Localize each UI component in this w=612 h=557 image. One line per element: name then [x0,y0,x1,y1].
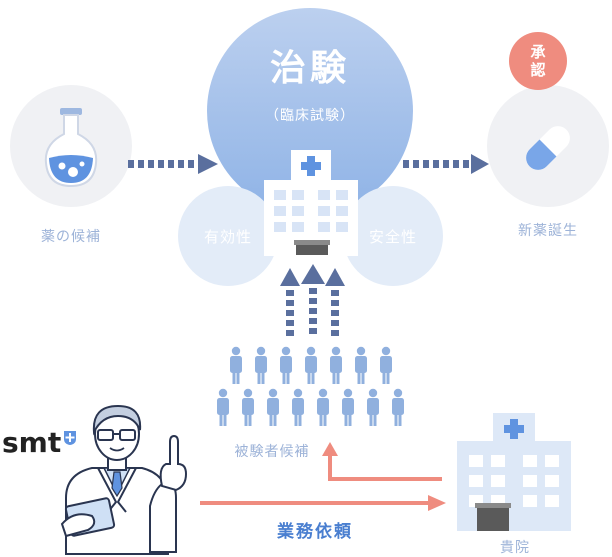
efficacy-label: 有効性 [203,227,252,246]
subjects-label: 被験者候補 [234,444,310,460]
new-drug-label: 新薬誕生 [518,223,578,239]
referral-arrow [322,442,442,481]
medical-cross-icon [64,431,77,445]
trial-subtitle: （臨床試験） [265,108,355,124]
brand-name: smt [2,426,62,459]
dotted-arrows-up [280,264,345,336]
hospital-building-icon [457,413,571,531]
efficacy-circle: 有効性 [178,186,278,286]
flask-icon [44,108,98,188]
dotted-arrow-right-right [403,154,489,174]
doctor-icon [60,404,188,555]
dotted-arrow-right-left [128,154,218,174]
trial-title: 治験 [269,48,350,89]
hospital-icon [264,150,358,256]
person-icon [217,346,404,426]
approval-text-2: 認 [530,61,546,79]
hospital-label: 貴院 [500,540,530,556]
request-arrow [200,495,446,511]
drug-candidate-label: 薬の候補 [41,229,101,245]
brand-logo: smt [2,428,77,460]
crowd-group [217,346,404,426]
safety-circle: 安全性 [343,186,443,286]
approval-badge: 承 認 [509,32,567,90]
capsule-icon [526,126,570,170]
request-label: 業務依頼 [277,522,353,542]
approval-text-1: 承 [530,43,546,61]
safety-label: 安全性 [368,227,417,246]
